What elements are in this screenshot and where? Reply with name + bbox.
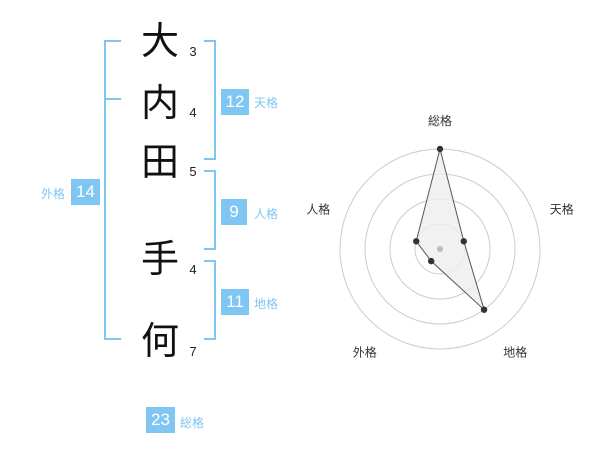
radar-axis-label-3: 地格 [503,345,527,360]
stroke-count-3: 5 [189,164,197,179]
radar-axis-label-2: 天格 [550,201,574,216]
stroke-count-4: 4 [189,262,197,277]
soukaku-value: 23 [146,407,175,433]
radar-point-5 [413,238,420,245]
gaikaku-value: 14 [71,179,100,205]
radar-polygon [415,148,486,312]
radar-point-2 [460,238,467,245]
gaikaku-label: 外格 [41,187,66,201]
stroke-count-2: 4 [189,105,197,120]
stroke-count-5: 7 [189,344,197,359]
radar-point-3 [480,306,488,313]
chikaku-label: 地格 [254,297,279,311]
name-char-3: 田 [140,140,179,184]
radar-point-4 [427,257,435,265]
radar-point-1 [436,145,444,153]
name-char-4: 手 [140,237,179,281]
radar-points [413,145,488,313]
radar-axis-label-5: 人格 [306,201,330,216]
tenkaku-value: 12 [221,89,249,115]
stroke-count-1: 3 [189,44,197,59]
radar-center-dot [437,246,443,252]
name-char-5: 何 [140,319,179,363]
tenkaku-label: 天格 [254,96,279,110]
jinkaku-label: 人格 [254,207,279,221]
name-char-2: 内 [140,81,179,125]
jinkaku-value: 9 [221,199,247,225]
chikaku-value: 11 [221,289,249,315]
radar-axis-label-4: 外格 [353,345,377,360]
name-char-1: 大 [140,19,179,63]
soukaku-label: 総格 [180,416,205,430]
radar-axis-label-1: 総格 [428,113,452,128]
